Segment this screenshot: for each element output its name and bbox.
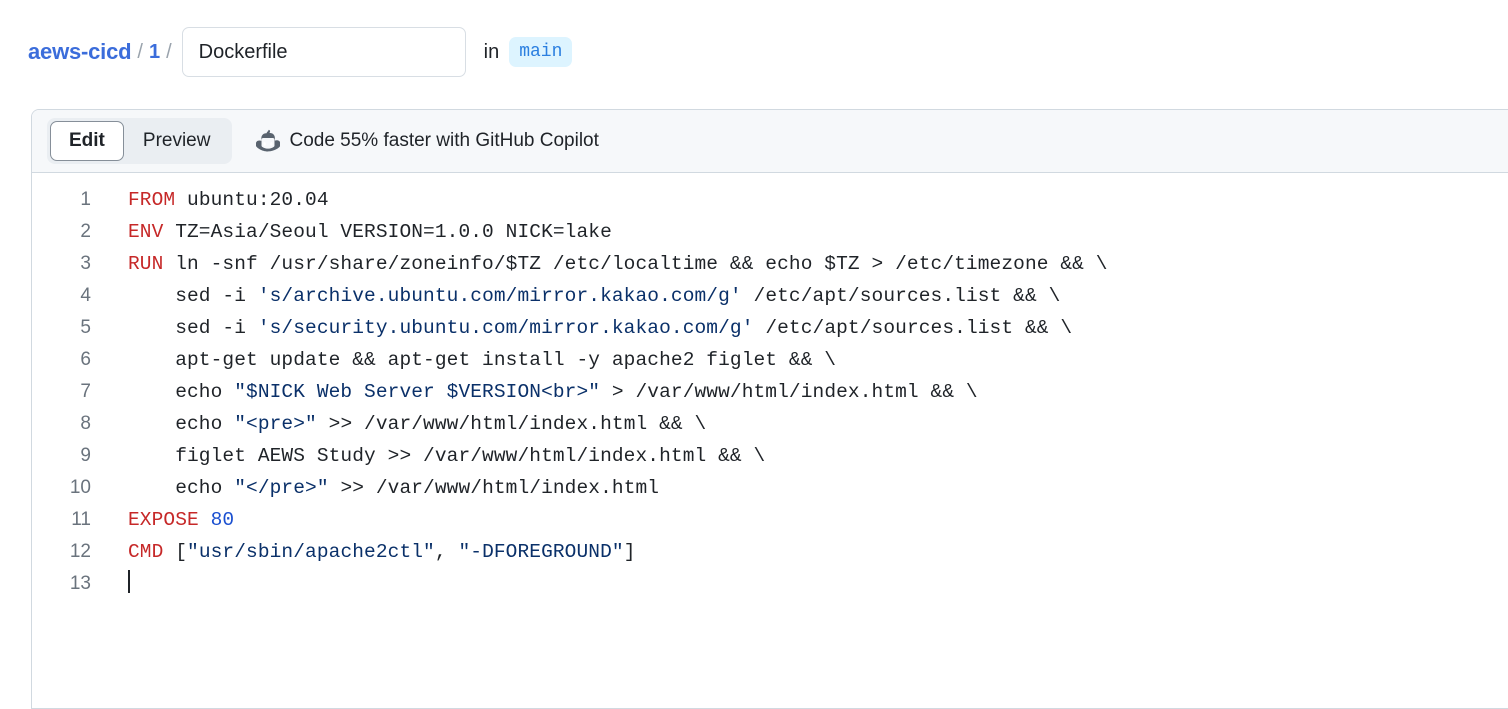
code-token-kw: FROM (128, 189, 176, 211)
code-line[interactable]: 7 echo "$NICK Web Server $VERSION<br>" >… (32, 376, 1508, 408)
code-token-str: 's/archive.ubuntu.com/mirror.kakao.com/g… (257, 285, 742, 307)
tab-preview[interactable]: Preview (124, 121, 230, 161)
line-content[interactable]: echo "</pre>" >> /var/www/html/index.htm… (98, 472, 1508, 504)
code-line[interactable]: 5 sed -i 's/security.ubuntu.com/mirror.k… (32, 312, 1508, 344)
code-editor-area[interactable]: 1 FROM ubuntu:20.04 2 ENV TZ=Asia/Seoul VER… (32, 173, 1508, 708)
text-cursor (128, 570, 130, 593)
breadcrumb: aews-cicd / 1 / in main (28, 26, 573, 78)
code-token-num: 80 (210, 509, 235, 531)
code-token-txt: echo (128, 413, 235, 435)
line-number: 7 (80, 381, 91, 402)
line-content[interactable]: RUN ln -snf /usr/share/zoneinfo/$TZ /etc… (98, 248, 1508, 280)
code-token-kw: RUN (128, 253, 164, 275)
code-token-txt: TZ=Asia/Seoul VERSION=1.0.0 NICK=lake (163, 221, 612, 243)
code-token-str: "<pre>" (234, 413, 317, 435)
code-line[interactable]: 8 echo "<pre>" >> /var/www/html/index.ht… (32, 408, 1508, 440)
line-content[interactable]: ENV TZ=Asia/Seoul VERSION=1.0.0 NICK=lak… (98, 216, 1508, 248)
copilot-upsell-label: Code 55% faster with GitHub Copilot (289, 130, 599, 151)
breadcrumb-separator-2: / (166, 40, 172, 63)
code-token-txt: [ (163, 541, 188, 563)
line-number: 2 (80, 221, 91, 242)
line-number: 8 (80, 413, 91, 434)
line-number: 5 (80, 317, 91, 338)
code-token-txt: echo (128, 477, 235, 499)
code-token-txt: /etc/apt/sources.list && \ (753, 317, 1073, 339)
code-token-str: "usr/sbin/apache2ctl" (187, 541, 435, 563)
filename-input[interactable] (181, 27, 466, 77)
line-number: 1 (80, 189, 91, 210)
code-line[interactable]: 3 RUN ln -snf /usr/share/zoneinfo/$TZ /et… (32, 248, 1508, 280)
code-token-txt: ubuntu:20.04 (175, 189, 329, 211)
breadcrumb-separator-1: / (137, 40, 143, 63)
code-line[interactable]: 1 FROM ubuntu:20.04 (32, 184, 1508, 216)
line-content[interactable]: figlet AEWS Study >> /var/www/html/index… (98, 440, 1508, 472)
code-token-txt: , (434, 541, 459, 563)
line-content[interactable]: sed -i 's/security.ubuntu.com/mirror.kak… (98, 312, 1508, 344)
in-label: in (483, 40, 500, 63)
editor-toolbar: Edit Preview Code 55% faster with GitHub… (32, 110, 1508, 173)
line-content[interactable]: CMD ["usr/sbin/apache2ctl", "-DFOREGROUN… (98, 536, 1508, 568)
code-line[interactable]: 11 EXPOSE 80 (32, 504, 1508, 536)
tab-edit[interactable]: Edit (50, 121, 124, 161)
code-token-txt: >> /var/www/html/index.html && \ (316, 413, 707, 435)
breadcrumb-path-segment[interactable]: 1 (148, 40, 161, 63)
code-line[interactable]: 9 figlet AEWS Study >> /var/www/html/ind… (32, 440, 1508, 472)
branch-badge: main (509, 37, 573, 67)
code-token-str: "$NICK Web Server $VERSION<br>" (234, 381, 601, 403)
code-token-txt: echo (128, 381, 235, 403)
code-token-txt: ln -snf /usr/share/zoneinfo/$TZ /etc/loc… (163, 253, 1108, 275)
code-token-txt (199, 509, 211, 531)
line-content[interactable]: FROM ubuntu:20.04 (98, 184, 1508, 216)
code-token-txt: sed -i (128, 317, 258, 339)
code-line[interactable]: 10 echo "</pre>" >> /var/www/html/index.… (32, 472, 1508, 504)
code-line[interactable]: 13 (32, 568, 1508, 600)
line-content[interactable]: EXPOSE 80 (98, 504, 1508, 536)
code-token-kw: ENV (128, 221, 164, 243)
line-content[interactable]: sed -i 's/archive.ubuntu.com/mirror.kaka… (98, 280, 1508, 312)
breadcrumb-repo-link[interactable]: aews-cicd (28, 39, 132, 64)
code-line[interactable]: 4 sed -i 's/archive.ubuntu.com/mirror.ka… (32, 280, 1508, 312)
line-number: 11 (71, 509, 91, 530)
line-number: 3 (80, 253, 91, 274)
line-content[interactable]: echo "$NICK Web Server $VERSION<br>" > /… (98, 376, 1508, 408)
code-token-txt: sed -i (128, 285, 258, 307)
code-token-txt: figlet AEWS Study >> /var/www/html/index… (128, 445, 766, 467)
line-number: 13 (69, 573, 91, 594)
code-line[interactable]: 2 ENV TZ=Asia/Seoul VERSION=1.0.0 NICK=la… (32, 216, 1508, 248)
code-token-txt: >> /var/www/html/index.html (328, 477, 660, 499)
code-token-str: 's/security.ubuntu.com/mirror.kakao.com/… (257, 317, 754, 339)
code-token-txt: apt-get update && apt-get install -y apa… (128, 349, 837, 371)
code-line[interactable]: 6 apt-get update && apt-get install -y a… (32, 344, 1508, 376)
code-token-txt: > /var/www/html/index.html && \ (600, 381, 978, 403)
line-number: 9 (80, 445, 91, 466)
line-number: 12 (69, 541, 91, 562)
line-content[interactable]: echo "<pre>" >> /var/www/html/index.html… (98, 408, 1508, 440)
code-token-str: "</pre>" (234, 477, 329, 499)
code-token-txt: /etc/apt/sources.list && \ (741, 285, 1061, 307)
code-line[interactable]: 12 CMD ["usr/sbin/apache2ctl", "-DFOREGRO… (32, 536, 1508, 568)
line-content[interactable]: apt-get update && apt-get install -y apa… (98, 344, 1508, 376)
code-token-kw: CMD (128, 541, 164, 563)
line-number: 6 (80, 349, 91, 370)
line-number: 10 (69, 477, 91, 498)
code-token-str: "-DFOREGROUND" (458, 541, 624, 563)
copilot-icon (256, 129, 281, 153)
copilot-upsell-link[interactable]: Code 55% faster with GitHub Copilot (256, 129, 599, 153)
line-content[interactable] (98, 568, 1508, 600)
edit-preview-tabs: Edit Preview (47, 118, 233, 164)
line-number: 4 (80, 285, 91, 306)
file-editor: Edit Preview Code 55% faster with GitHub… (31, 109, 1508, 709)
code-token-txt: ] (623, 541, 636, 563)
code-token-kw: EXPOSE (128, 509, 199, 531)
